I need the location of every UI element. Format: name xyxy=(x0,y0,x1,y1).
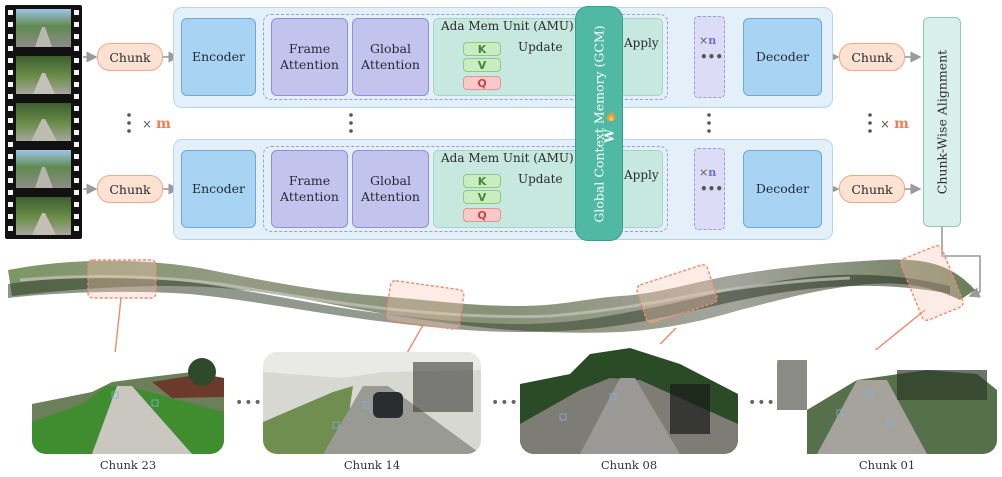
amu-v-bottom: V xyxy=(463,190,501,204)
decoder-top: Decoder xyxy=(743,18,822,96)
transformer-block-bottom xyxy=(263,146,668,232)
amu-q-bottom: Q xyxy=(463,208,501,222)
reconstructed-point-cloud xyxy=(8,244,975,333)
repeat-n-block-bottom xyxy=(694,148,725,230)
update-label-bottom: Update xyxy=(518,172,563,186)
flame-icon xyxy=(606,111,616,122)
amu-v-top: V xyxy=(463,58,501,72)
alignment-label: Chunk-Wise Alignment xyxy=(934,49,950,195)
times-m-right: × m xyxy=(880,116,909,132)
chunk-thumbnail-14 xyxy=(263,352,481,454)
amu-k-bottom: K xyxy=(463,174,501,188)
chunk-output-top: Chunk xyxy=(839,43,905,71)
times-n-top: ×n xyxy=(699,34,717,47)
gcm-weight-symbol: W xyxy=(602,129,617,143)
vertical-dots-right xyxy=(866,112,874,139)
amu-q-top: Q xyxy=(463,76,501,90)
frame-attention-bottom: Frame Attention xyxy=(271,150,348,228)
caption-chunk-14: Chunk 14 xyxy=(343,458,401,472)
global-attention-top: Global Attention xyxy=(352,18,429,96)
times-n-bottom: ×n xyxy=(699,166,717,179)
chunk-thumbnail-23 xyxy=(32,352,224,454)
encoder-bottom: Encoder xyxy=(181,150,256,228)
repeat-n-block-top xyxy=(694,16,725,98)
apply-label-top: Apply xyxy=(624,36,659,50)
encoder-top: Encoder xyxy=(181,18,256,96)
caption-chunk-08: Chunk 08 xyxy=(600,458,658,472)
vertical-dots-left xyxy=(125,112,133,139)
decoder-bottom: Decoder xyxy=(743,150,822,228)
repeat-dots-top: ••• xyxy=(700,50,724,64)
caption-chunk-01: Chunk 01 xyxy=(858,458,916,472)
vertical-dots-repeat xyxy=(705,112,713,139)
apply-label-bottom: Apply xyxy=(624,168,659,182)
thumb-sep-2: ••• xyxy=(491,395,519,411)
chunk-wise-alignment: Chunk-Wise Alignment xyxy=(923,17,961,227)
repeat-dots-bottom: ••• xyxy=(700,182,724,196)
chunk-thumbnail-08 xyxy=(520,344,738,454)
thumb-sep-3: ••• xyxy=(748,395,776,411)
input-video-filmstrip xyxy=(5,5,82,239)
chunk-thumbnail-01 xyxy=(777,350,997,454)
gcm-weight: W xyxy=(603,107,619,147)
chunk-input-top: Chunk xyxy=(97,43,163,71)
frame-attention-top: Frame Attention xyxy=(271,18,348,96)
transformer-block-top xyxy=(263,14,668,100)
thumb-sep-1: ••• xyxy=(235,395,263,411)
times-m-left: × m xyxy=(142,116,171,132)
caption-chunk-23: Chunk 23 xyxy=(99,458,157,472)
amu-k-top: K xyxy=(463,42,501,56)
vertical-dots-attention xyxy=(347,112,355,139)
chunk-input-bottom: Chunk xyxy=(97,175,163,203)
global-context-memory: Global Context Memory (GCM) W xyxy=(576,7,622,240)
filmstrip-frames xyxy=(8,9,79,235)
global-attention-bottom: Global Attention xyxy=(352,150,429,228)
update-label-top: Update xyxy=(518,40,563,54)
amu-title-bottom: Ada Mem Unit (AMU) xyxy=(441,151,574,165)
chunk-output-bottom: Chunk xyxy=(839,175,905,203)
amu-title-top: Ada Mem Unit (AMU) xyxy=(441,19,574,33)
